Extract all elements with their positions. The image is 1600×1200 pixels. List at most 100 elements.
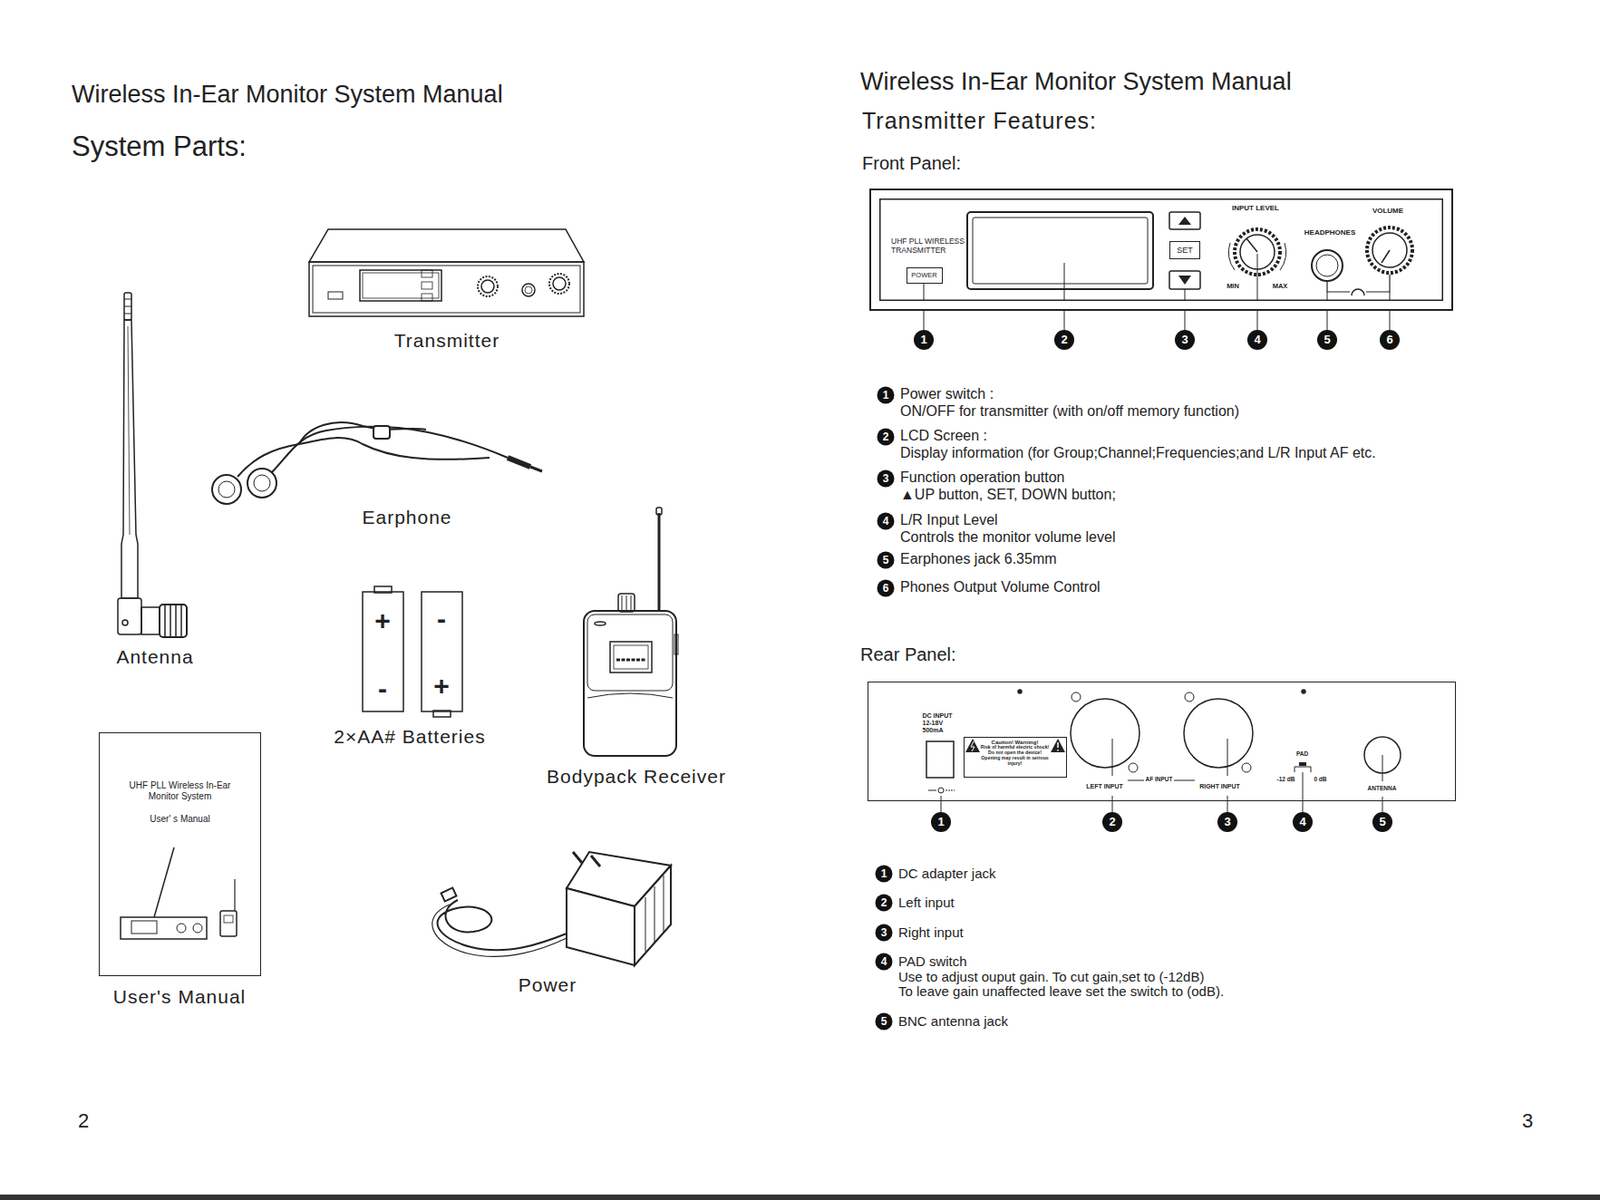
part-label: Bodypack Receiver: [546, 766, 727, 788]
front-panel-drawing: [923, 212, 1413, 330]
power-adapter-illustration-part: [441, 888, 457, 902]
front-panel-drawing-part: [1381, 250, 1390, 263]
rear-panel-drawing-part: [1050, 738, 1066, 753]
front-panel-drawing-part: [967, 212, 1154, 290]
callout-number: 3: [1174, 329, 1195, 350]
earphone-illustration-part: [218, 481, 235, 498]
front-panel-drawing-part: [1178, 216, 1192, 225]
earphone-illustration-part: [212, 475, 242, 505]
antenna-illustration-part: [124, 313, 132, 315]
front-panel-drawing-part: [1327, 291, 1329, 330]
battery-illustration-part: [362, 591, 404, 712]
callout-number: 5: [1317, 329, 1338, 350]
bodypack-illustration-part: [658, 513, 661, 611]
description-text: BNC antenna jack: [898, 1013, 1009, 1029]
manual-illustration: [120, 847, 237, 940]
rear-panel-drawing-part: [1299, 762, 1307, 767]
manual-illustration-part: [223, 915, 233, 923]
caution-label-text: Caution! Warning!: [979, 739, 1051, 747]
rear-panel-drawing-part: [1301, 689, 1306, 694]
antenna-illustration-part: [141, 607, 160, 635]
description-text: PAD switch: [898, 953, 968, 970]
earphone-illustration-part: [507, 457, 531, 467]
description-text: DC adapter jack: [898, 865, 997, 882]
front-panel: UHF PLL WIRELESS TRANSMITTERINPUT LEVELH…: [869, 188, 1454, 311]
part-label: Transmitter: [394, 329, 500, 352]
rear-panel-drawing-part: [1070, 698, 1140, 768]
front-panel-drawing-part: [1311, 250, 1343, 282]
callout-number: 1: [877, 387, 895, 405]
antenna-illustration-part: [122, 620, 128, 626]
rear-panel-text: AF INPUT: [1144, 775, 1175, 783]
power-adapter-illustration-part: [663, 875, 665, 934]
transmitter-illustration-part: [549, 273, 570, 294]
battery-sign: +: [433, 670, 450, 703]
caution-label-text: Do not open the device! Opening may resu…: [979, 750, 1051, 767]
front-panel-drawing-part: [1372, 232, 1407, 268]
antenna-illustration-part: [164, 605, 166, 637]
description-text: To leave gain unaffected leave set the s…: [898, 983, 1224, 999]
bodypack-illustration-part: [587, 614, 673, 691]
transmitter-illustration-part: [552, 277, 566, 291]
front-panel-text: MAX: [1272, 282, 1289, 291]
rear-panel-drawing-part: [945, 790, 955, 792]
description-text: Left input: [898, 894, 955, 911]
callout-number: 6: [877, 580, 895, 598]
rear-panel-text: -12 dB: [1277, 775, 1296, 783]
rear-panel-text: PAD: [1296, 750, 1309, 757]
bodypack-illustration-part: [630, 595, 632, 611]
bodypack-illustration-part: [626, 595, 628, 611]
description-text: LCD Screen :: [900, 427, 988, 445]
bodypack-illustration-part: [587, 693, 673, 699]
transmitter-illustration-part: [477, 276, 498, 297]
callout-number: 2: [875, 894, 893, 912]
rear-panel-drawing-part: [1241, 763, 1251, 773]
bodypack-illustration-part: [583, 610, 677, 757]
battery-illustration-part: [433, 710, 451, 718]
antenna-illustration-part: [124, 299, 132, 301]
part-label: 2×AA# Batteries: [333, 726, 485, 748]
page-title: Wireless In-Ear Monitor System Manual: [71, 80, 504, 109]
description-text: Rear Panel:: [860, 644, 957, 666]
callout-number: 4: [1247, 329, 1268, 350]
front-panel-text: VOLUME: [1372, 206, 1404, 215]
battery-illustration-part: [421, 591, 463, 712]
manual-illustration-part: [154, 847, 175, 918]
battery-sign: -: [378, 673, 388, 706]
transmitter-illustration-part: [312, 265, 581, 313]
earphone-illustration-part: [247, 468, 277, 498]
front-panel-text: HEADPHONES: [1304, 228, 1356, 237]
antenna-illustration-part: [124, 292, 132, 320]
antenna-illustration-part: [180, 605, 183, 637]
manual-cover-text: User' s Manual: [106, 814, 253, 825]
front-panel-drawing-part: [1169, 271, 1201, 290]
callout-number: 1: [913, 329, 934, 350]
section-heading: Transmitter Features:: [862, 107, 1097, 135]
manual-illustration-part: [220, 911, 237, 937]
description-text: ON/OFF for transmitter (with on/off memo…: [900, 403, 1240, 420]
part-label: Antenna: [116, 646, 194, 669]
rear-panel-drawing-part: [1183, 698, 1253, 768]
rear-panel-drawing-part: [1128, 763, 1138, 773]
antenna-illustration: [117, 292, 187, 638]
bodypack-illustration-part: [613, 645, 649, 670]
transmitter-illustration-part: [359, 270, 442, 301]
front-panel-drawing-part: [972, 217, 1148, 284]
page-number: 2: [77, 1109, 89, 1133]
description-text: Right input: [898, 924, 964, 941]
front-panel-drawing-part: [1280, 242, 1287, 271]
callout-number: 5: [877, 552, 895, 570]
front-panel-drawing-part: [1351, 289, 1365, 296]
transmitter-illustration-part: [421, 281, 433, 290]
bodypack-illustration: [583, 507, 679, 757]
callout-number: 6: [1379, 329, 1400, 350]
rear-panel-drawing-part: [1382, 755, 1384, 782]
transmitter-illustration-part: [328, 291, 343, 300]
transmitter-illustration-part: [421, 293, 433, 301]
rear-panel-drawing-part: [965, 738, 980, 753]
part-label: Earphone: [361, 506, 452, 529]
callout-number: 2: [1102, 812, 1123, 833]
description-text: Phones Output Volume Control: [900, 579, 1101, 596]
power-adapter-illustration-part: [432, 904, 567, 957]
